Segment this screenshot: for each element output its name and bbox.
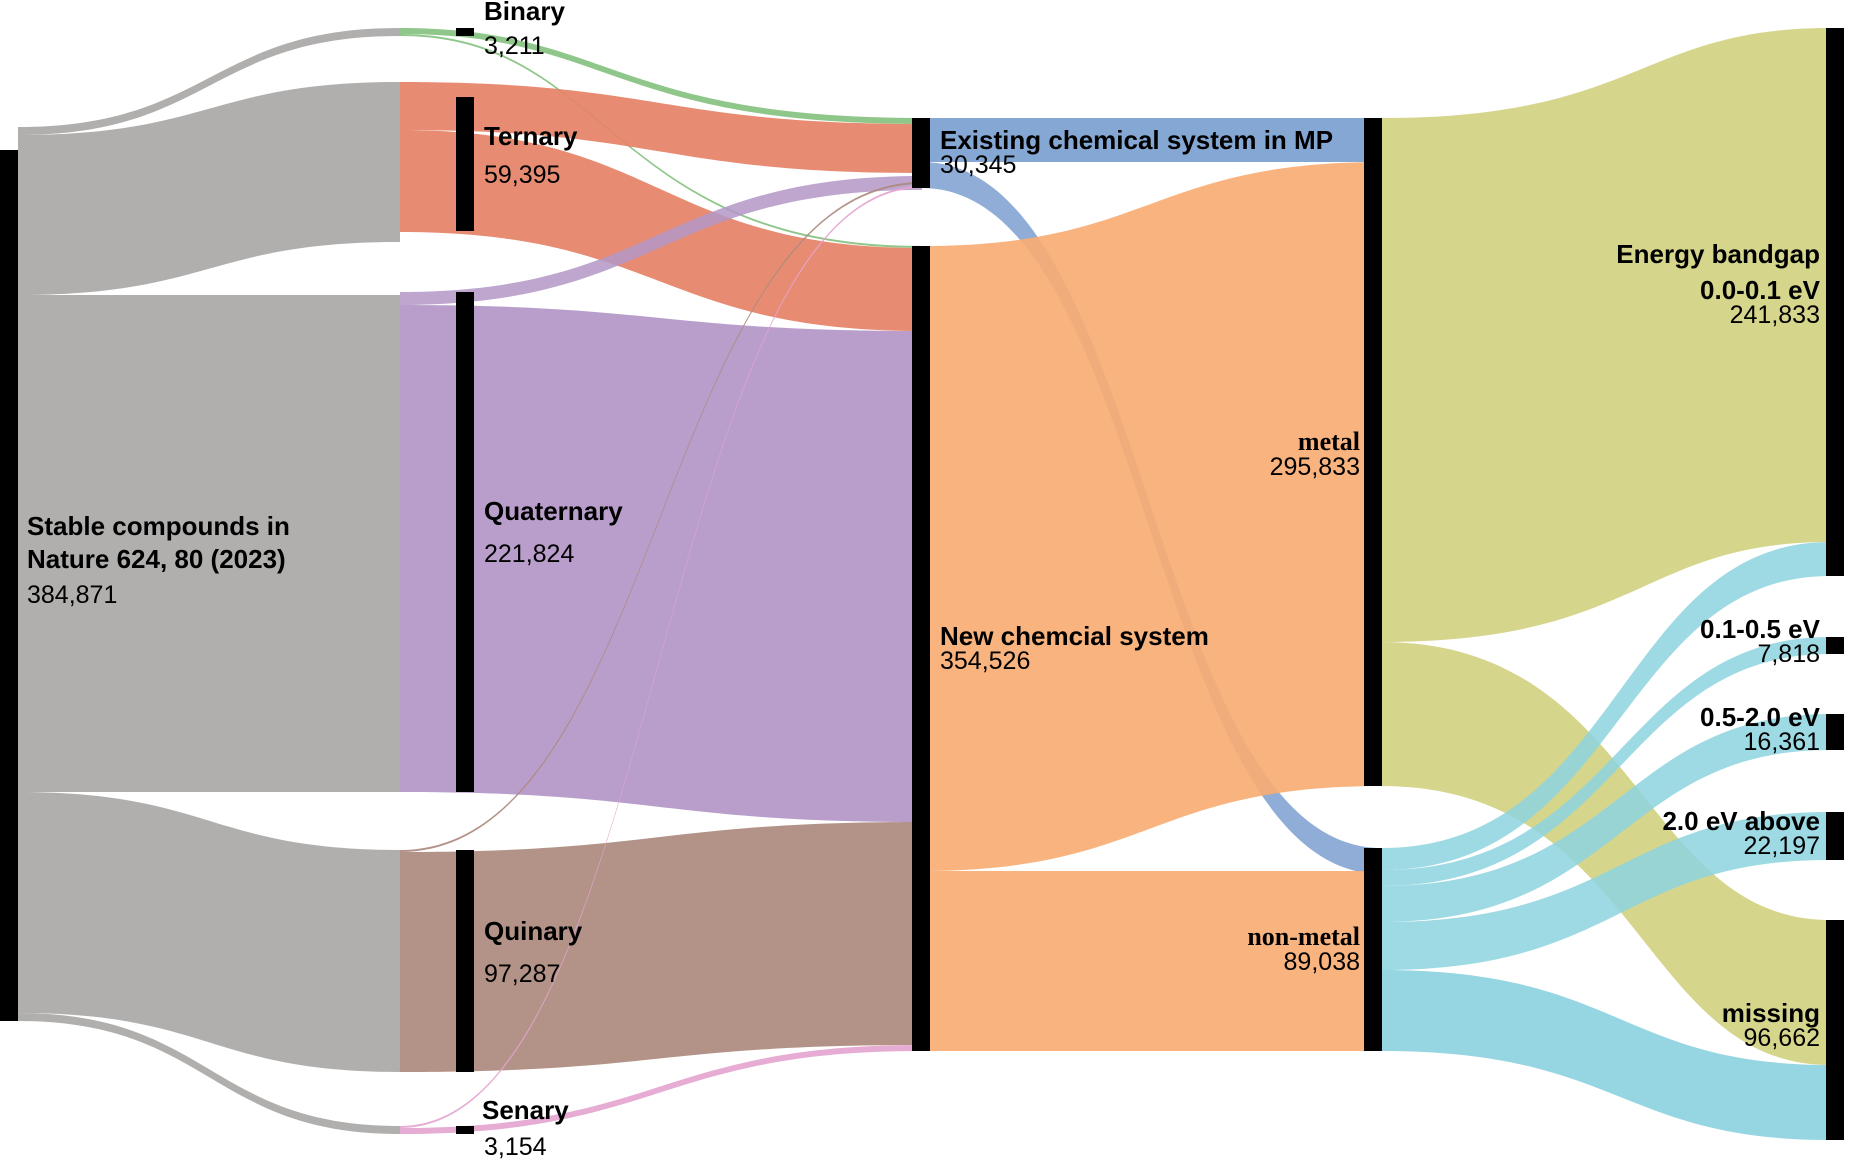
flow-nonmetal-to-2.0-above (1382, 812, 1830, 970)
bg1-label: 0.1-0.5 eV (1700, 614, 1821, 644)
flow-nonmetal-to-0.0-0.1 (1382, 542, 1830, 870)
ternary-value: 59,395 (484, 161, 560, 189)
flow-stable-to-quinary (18, 792, 400, 1072)
ternary-label: Ternary (484, 121, 578, 151)
binary-value: 3,211 (484, 32, 545, 60)
flow-nonmetal-to-missing (1382, 970, 1830, 1140)
flow-new-to-metal (922, 162, 1382, 871)
node-bar-metal (1364, 118, 1382, 786)
stable-label-line2: Nature 624, 80 (2023) (27, 544, 286, 574)
flow-metal-to-missing (1382, 642, 1830, 1065)
metal-value: 295,833 (1270, 453, 1360, 481)
flow-stable-to-binary (18, 28, 400, 135)
flow-new-to-nonmetal (922, 871, 1382, 1051)
flow-ternary-to-existing (400, 82, 922, 173)
node-bar-existing (912, 118, 930, 188)
node-bar-nonmetal (1364, 848, 1382, 1051)
bg2-value: 16,361 (1744, 728, 1820, 756)
flow-stable-to-senary (18, 1013, 400, 1134)
bg0-value: 241,833 (1730, 301, 1820, 329)
new-value: 354,526 (940, 647, 1030, 675)
node-bar-ternary (456, 97, 474, 231)
bg1-value: 7,818 (1757, 640, 1820, 668)
quinary-value: 97,287 (484, 960, 560, 988)
binary-label: Binary (484, 0, 565, 26)
quaternary-value: 221,824 (484, 540, 574, 568)
node-bar-quaternary (456, 292, 474, 792)
flow-links (18, 28, 1830, 1140)
stable-label-line1: Stable compounds in (27, 511, 290, 541)
node-bars (0, 28, 1844, 1140)
node-bar-senary (456, 1126, 474, 1134)
node-bar-quinary (456, 850, 474, 1072)
node-bar-binary (456, 28, 474, 36)
bg2-label: 0.5-2.0 eV (1700, 702, 1821, 732)
node-bar-bg0 (1826, 28, 1844, 576)
flow-ternary-to-new (400, 130, 922, 331)
node-bar-bg1 (1826, 637, 1844, 654)
node-bar-missing (1826, 920, 1844, 1140)
flow-stable-to-ternary (18, 82, 400, 295)
flow-quaternary-to-new (400, 305, 922, 822)
new-label: New chemcial system (940, 621, 1209, 651)
nonmetal-value: 89,038 (1284, 948, 1360, 976)
metal-label: metal (1298, 427, 1360, 456)
flow-quaternary-to-existing (400, 176, 922, 305)
flow-quinary-to-new (400, 822, 922, 1072)
flow-stable-to-quaternary (18, 295, 400, 792)
senary-label: Senary (482, 1095, 569, 1125)
nonmetal-label: non-metal (1247, 922, 1360, 951)
node-bar-bg3 (1826, 812, 1844, 860)
quinary-label: Quinary (484, 916, 583, 946)
bandgap-title: Energy bandgap (1616, 239, 1820, 269)
node-labels: Stable compounds in Nature 624, 80 (2023… (27, 0, 1821, 1161)
flow-existing-to-metal (922, 118, 1382, 162)
bg3-label: 2.0 eV above (1662, 806, 1820, 836)
stable-value: 384,871 (27, 581, 117, 609)
flow-nonmetal-to-0.5-2.0 (1382, 714, 1830, 922)
senary-value: 3,154 (484, 1133, 547, 1161)
node-bar-bg2 (1826, 714, 1844, 750)
quaternary-label: Quaternary (484, 496, 623, 526)
bg3-value: 22,197 (1744, 832, 1820, 860)
existing-value: 30,345 (940, 151, 1016, 179)
node-bar-new (912, 246, 930, 1051)
flow-metal-to-0.0-0.1 (1382, 28, 1830, 642)
existing-label: Existing chemical system in MP (940, 125, 1333, 155)
bg0-label: 0.0-0.1 eV (1700, 275, 1821, 305)
missing-value: 96,662 (1744, 1024, 1820, 1052)
node-bar-stable (0, 150, 18, 1021)
flow-senary-to-new (400, 1045, 922, 1134)
missing-label: missing (1722, 998, 1820, 1028)
